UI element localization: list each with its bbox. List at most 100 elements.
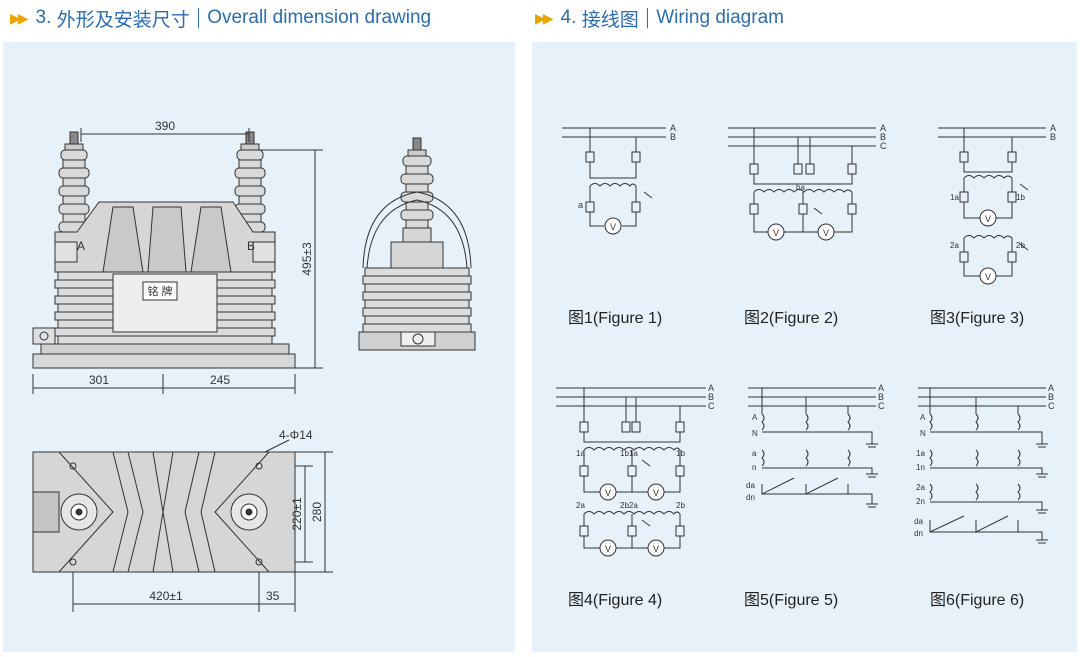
figure-3-terminal-2a: 2a	[950, 241, 959, 250]
figure-4-meter-3	[599, 539, 617, 557]
figure-3	[938, 127, 1046, 285]
figure-4-terminal-1b1a: 1b1a	[620, 449, 638, 458]
dim-hole-span-v: 220±1	[290, 497, 304, 531]
figure-4	[556, 387, 706, 557]
figure-1-caption: 图1(Figure 1)	[568, 310, 663, 327]
figure-6-2n: 2n	[916, 497, 925, 506]
figure-4-meter-1	[599, 483, 617, 501]
figure-5-dn: dn	[746, 493, 755, 502]
figure-6-1a: 1a	[916, 449, 925, 458]
dim-edge: 35	[266, 589, 280, 603]
figure-5	[748, 387, 878, 508]
figure-2-meter-1	[767, 223, 785, 241]
dim-hole-spec: 4-Φ14	[279, 428, 313, 442]
terminal-a-label: A	[77, 239, 85, 253]
figure-6-bus-b: B	[1048, 392, 1054, 402]
figure-6-bus-a: A	[1048, 383, 1054, 393]
figure-3-meter-1	[979, 209, 997, 227]
section-number: 3.	[35, 7, 52, 28]
figure-2-meter-1-label: V	[773, 228, 779, 238]
figure-5-caption: 图5(Figure 5)	[744, 592, 839, 609]
figure-2-caption: 图2(Figure 2)	[744, 310, 839, 327]
figure-2-meter-2	[817, 223, 835, 241]
figure-2	[728, 127, 876, 241]
figure-1-meter	[604, 217, 622, 235]
figure-2-bus-c: C	[880, 141, 887, 151]
figure-6	[918, 387, 1048, 544]
figure-3-bus-a: A	[1050, 123, 1056, 133]
figure-6-pri-n: N	[920, 429, 926, 438]
section-title-en: Overall dimension drawing	[207, 7, 432, 28]
dimension-drawing-panel: 铭 牌 A B 390 495±3 301 245	[3, 42, 515, 652]
terminal-b-label: B	[247, 239, 255, 253]
figure-5-pri-a: A	[752, 413, 758, 422]
dim-hole-span-h: 420±1	[149, 589, 183, 603]
figure-3-terminal-2b: 2b	[1016, 241, 1025, 250]
section-title-cn: 外形及安装尺寸	[56, 9, 190, 31]
figure-3-meter-2	[979, 267, 997, 285]
figure-4-meter-3-label: V	[605, 544, 611, 554]
figure-5-bus-a: A	[878, 383, 884, 393]
figure-2-meter-2-label: V	[823, 228, 829, 238]
dim-base-right: 245	[210, 373, 230, 387]
figure-5-sec-a: a	[752, 449, 757, 458]
figure-5-da: da	[746, 481, 755, 490]
figure-1-bus-b: B	[670, 132, 676, 142]
left-insulator	[58, 131, 90, 233]
figure-1-bus-a: A	[670, 123, 676, 133]
figure-4-meter-2-label: V	[653, 488, 659, 498]
figure-4-meter-4-label: V	[653, 544, 659, 554]
figure-6-bus-c: C	[1048, 401, 1055, 411]
section-number: 4.	[560, 7, 577, 28]
figure-3-meter-1-label: V	[985, 214, 991, 224]
front-view	[32, 128, 323, 394]
figure-5-bus-c: C	[878, 401, 885, 411]
figure-2-terminal-ba: ba	[796, 183, 805, 192]
wiring-diagrams: A B a V A B C ba V V	[556, 123, 1056, 557]
figure-6-pri-a: A	[920, 413, 926, 422]
figure-1-meter-label: V	[610, 222, 616, 232]
figure-1	[562, 127, 666, 235]
dim-base-left: 301	[89, 373, 109, 387]
figure-4-meter-2	[647, 483, 665, 501]
figure-5-bus-b: B	[878, 392, 884, 402]
heading-divider	[197, 8, 200, 28]
double-arrow-icon: ▶▶	[535, 9, 553, 26]
wiring-diagram-heading: ▶▶ 4. 接线图 Wiring diagram	[535, 4, 784, 32]
figure-6-dn: dn	[914, 529, 923, 538]
figure-3-terminal-1a: 1a	[950, 193, 959, 202]
figure-3-terminal-1b: 1b	[1016, 193, 1025, 202]
figure-3-caption: 图3(Figure 3)	[930, 310, 1025, 327]
dim-depth: 280	[310, 502, 324, 522]
figure-4-terminal-2a: 2a	[576, 501, 585, 510]
dim-top-width: 390	[155, 119, 175, 133]
figure-6-1n: 1n	[916, 463, 925, 472]
figure-4-terminal-2b: 2b	[676, 501, 685, 510]
wiring-diagram-panel: A B a V A B C ba V V	[532, 42, 1077, 652]
heading-divider	[646, 8, 649, 28]
figure-4-bus-c: C	[708, 401, 715, 411]
figure-3-bus-b: B	[1050, 132, 1056, 142]
overall-dimension-heading: ▶▶ 3. 外形及安装尺寸 Overall dimension drawing	[10, 4, 431, 32]
nameplate-label: 铭 牌	[147, 284, 172, 298]
dim-height: 495±3	[300, 242, 314, 276]
figure-4-bus-a: A	[708, 383, 714, 393]
figure-5-pri-n: N	[752, 429, 758, 438]
figure-6-da: da	[914, 517, 923, 526]
figure-4-bus-b: B	[708, 392, 714, 402]
figure-4-terminal-2b2a: 2b2a	[620, 501, 638, 510]
figure-4-meter-1-label: V	[605, 488, 611, 498]
section-title-cn: 接线图	[581, 9, 639, 31]
figure-6-2a: 2a	[916, 483, 925, 492]
figure-3-meter-2-label: V	[985, 272, 991, 282]
figure-4-terminal-1a: 1a	[576, 449, 585, 458]
double-arrow-icon: ▶▶	[10, 9, 28, 26]
figure-2-bus-b: B	[880, 132, 886, 142]
dimension-drawing: 铭 牌 A B 390 495±3 301 245	[32, 119, 476, 612]
figure-4-meter-4	[647, 539, 665, 557]
figure-4-caption: 图4(Figure 4)	[568, 592, 663, 609]
figure-2-bus-a: A	[880, 123, 886, 133]
section-title-en: Wiring diagram	[656, 7, 784, 28]
figure-6-caption: 图6(Figure 6)	[930, 592, 1025, 609]
figure-5-sec-n: n	[752, 463, 756, 472]
